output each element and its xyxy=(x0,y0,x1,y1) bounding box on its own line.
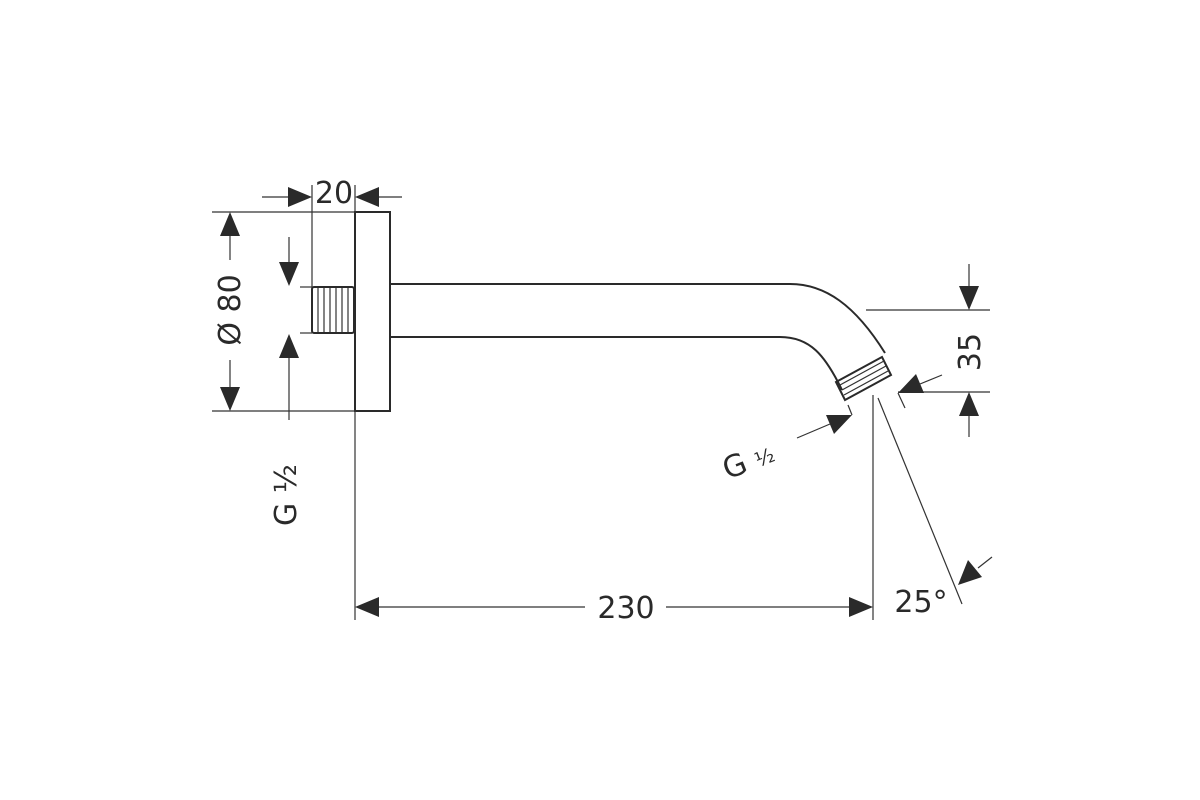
label-angle: 25° xyxy=(894,585,947,620)
dimension-flange-diameter: Ø 80 xyxy=(212,211,355,412)
label-outlet-thread: G ½ xyxy=(718,435,779,487)
label-inlet-thread: G ½ xyxy=(269,464,304,526)
inlet-thread-callout: G ½ xyxy=(269,237,312,526)
label-flange-diameter: Ø 80 xyxy=(213,274,248,345)
inlet-thread xyxy=(311,286,355,334)
label-length: 230 xyxy=(597,591,654,626)
label-flange-depth: 20 xyxy=(315,176,353,211)
shower-arm-body xyxy=(390,283,886,391)
dimension-drop: 35 xyxy=(866,264,990,437)
outlet-thread xyxy=(834,355,893,402)
dimension-length: 230 xyxy=(354,395,874,626)
label-drop: 35 xyxy=(953,333,988,371)
wall-flange xyxy=(354,211,391,412)
dimension-angle: 25° xyxy=(877,397,993,620)
outlet-thread-callout: G ½ xyxy=(718,374,943,487)
dimension-flange-depth: 20 xyxy=(262,176,402,287)
